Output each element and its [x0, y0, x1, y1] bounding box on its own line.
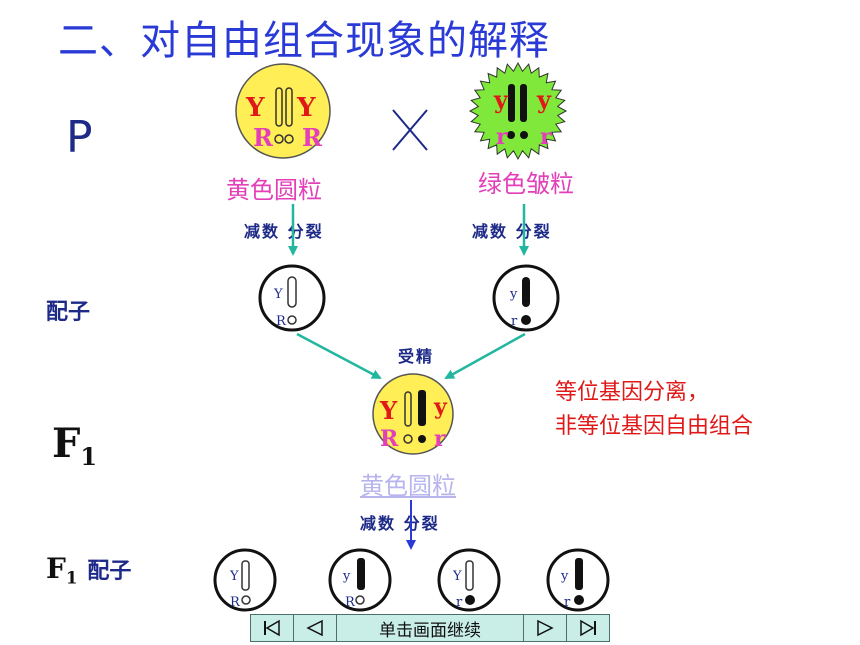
skip-first-icon: [264, 619, 280, 637]
slide-nav-bar: 单击画面继续: [250, 614, 610, 642]
allele-label: R: [302, 123, 323, 152]
allele-label: y: [509, 287, 518, 302]
wrinkled-seed-outline: [468, 61, 568, 161]
f1-gamete-small-y-big-r: y R: [328, 548, 392, 612]
allele-label: y: [433, 394, 448, 420]
generation-label-p: P: [66, 112, 93, 163]
parent-yellow-round-phenotype: 黄色圆粒: [226, 176, 322, 204]
allele-label: Y: [379, 396, 398, 425]
gamete-yr-recessive: y r: [492, 264, 560, 332]
skip-last-icon: [580, 619, 596, 637]
allele-label: r: [511, 314, 518, 329]
next-slide-button[interactable]: [524, 615, 567, 641]
meiosis-label-f1: 减数 分裂: [360, 514, 440, 533]
gamete-yr: Y R: [258, 264, 326, 332]
f1-gamete-yr: Y R: [213, 548, 277, 612]
allele-label: R: [380, 426, 399, 452]
prev-icon: [306, 619, 323, 637]
fertilization-label: 受精: [398, 347, 435, 366]
meiosis-label-left: 减数 分裂: [244, 222, 324, 241]
fertilization-arrow: [296, 332, 382, 380]
next-icon: [537, 619, 554, 637]
page-title: 二、对自由组合现象的解释: [58, 18, 550, 64]
allele-label: r: [564, 595, 571, 610]
last-slide-button[interactable]: [567, 615, 609, 641]
meiosis-label-right: 减数 分裂: [472, 222, 552, 241]
f1-cell: Y y R r: [372, 373, 454, 455]
fertilization-arrow: [444, 332, 526, 380]
parent-yellow-round-cell: Y Y R R: [235, 63, 331, 159]
allele-label: r: [540, 124, 552, 150]
first-slide-button[interactable]: [251, 615, 294, 641]
segregation-note: 等位基因分离， 非等位基因自由组合: [555, 376, 753, 444]
gamete-label: 配子: [46, 300, 91, 325]
allele-label: r: [496, 124, 508, 150]
allele-label: R: [345, 595, 356, 610]
allele-label: Y: [452, 569, 462, 584]
allele-label: Y: [245, 93, 265, 123]
allele-label: R: [253, 123, 274, 152]
allele-label: Y: [229, 569, 239, 584]
allele-label: R: [276, 314, 287, 329]
cross-icon: [392, 109, 428, 151]
f1-gamete-big-y-small-r: Y r: [437, 548, 501, 612]
allele-label: y: [342, 569, 351, 584]
allele-label: r: [456, 595, 463, 610]
allele-label: Y: [273, 287, 283, 302]
allele-label: y: [536, 85, 552, 114]
f1-phenotype[interactable]: 黄色圆粒: [360, 472, 456, 500]
allele-label: y: [493, 85, 509, 114]
prev-slide-button[interactable]: [294, 615, 337, 641]
allele-label: y: [560, 569, 569, 584]
parent-green-wrinkled-cell: y y r r: [468, 61, 568, 161]
f1-gamete-yr-recessive: y r: [546, 548, 610, 612]
generation-label-f1: F1: [52, 420, 98, 472]
continue-button[interactable]: 单击画面继续: [337, 615, 524, 641]
parent-green-wrinkled-phenotype: 绿色皱粒: [478, 170, 574, 198]
note-line: 非等位基因自由组合: [555, 414, 754, 439]
allele-label: R: [230, 595, 241, 610]
allele-label: r: [434, 426, 446, 452]
f1-gamete-label: F1 配子: [46, 552, 132, 588]
note-line: 等位基因分离，: [555, 380, 710, 405]
allele-label: Y: [296, 93, 316, 123]
